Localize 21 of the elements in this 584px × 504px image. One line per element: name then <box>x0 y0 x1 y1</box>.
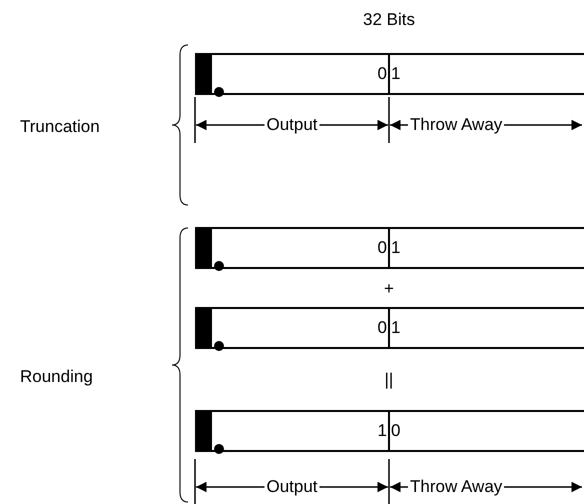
bit-value: 1 <box>378 420 387 442</box>
group-label: Rounding <box>20 367 93 387</box>
bit-value: 1 <box>391 63 400 85</box>
equals-sign: || <box>384 370 394 390</box>
register-box <box>195 410 584 452</box>
dimension-label: Output <box>266 477 318 497</box>
bit-value: 0 <box>378 237 387 259</box>
bit-value: 1 <box>391 237 400 259</box>
dimension-label: Throw Away <box>410 477 502 497</box>
plus-sign: + <box>384 279 394 299</box>
bit-value: 0 <box>378 63 387 85</box>
bit-value: 0 <box>378 317 387 339</box>
dimension-label: Throw Away <box>410 115 502 135</box>
register-box <box>195 307 584 349</box>
dimension-label: Output <box>266 115 318 135</box>
register-box <box>195 53 584 95</box>
bit-value: 1 <box>391 317 400 339</box>
width-label: 32 Bits <box>363 10 415 30</box>
bit-value: 0 <box>391 420 400 442</box>
register-box <box>195 227 584 269</box>
group-label: Truncation <box>20 117 100 137</box>
